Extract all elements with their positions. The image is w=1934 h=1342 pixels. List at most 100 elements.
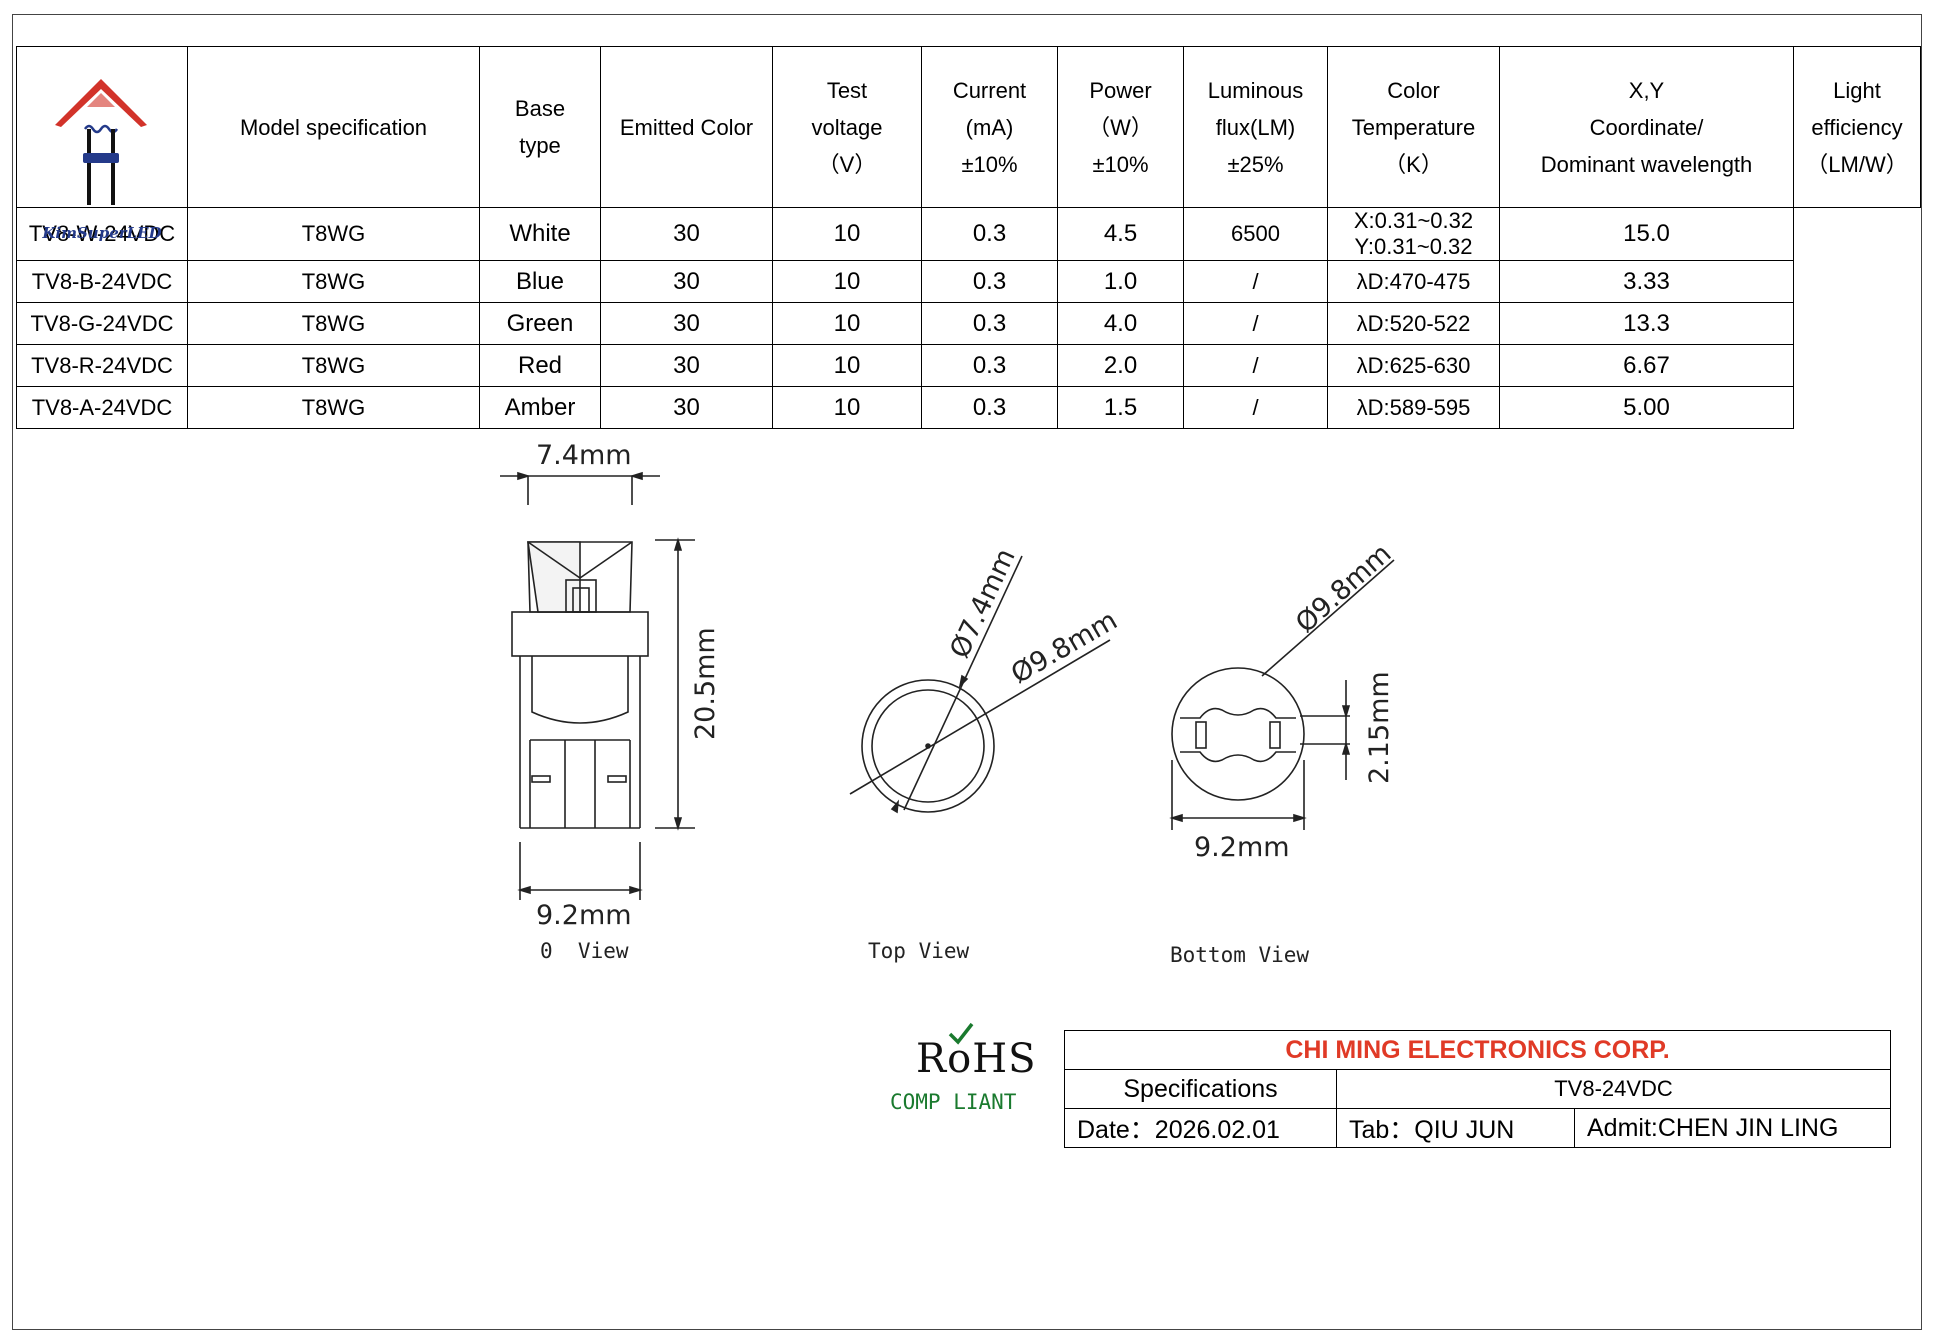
table-cell: λD:470-475 <box>1327 260 1500 303</box>
header-line: Dominant wavelength <box>1540 151 1753 177</box>
table-cell: TV8-A-24VDC <box>16 386 188 429</box>
table-cell: λD:589-595 <box>1327 386 1500 429</box>
table-cell: 4.5 <box>1057 207 1184 261</box>
header-line: Luminous <box>1207 77 1304 103</box>
dim-bottom-dia: Ø9.8mm <box>1290 538 1398 639</box>
table-cell: 30 <box>600 302 773 345</box>
dim-height: 20.5mm <box>690 627 721 740</box>
header-line: Coordinate/ <box>1589 114 1704 140</box>
dim-bottom-width: 9.2mm <box>1194 832 1290 863</box>
spec-value: TV8-24VDC <box>1335 1069 1892 1109</box>
table-cell: TV8-W-24VDC <box>16 207 188 261</box>
table-cell: 30 <box>600 386 773 429</box>
table-cell: T8WG <box>187 344 480 387</box>
header-line: ±10% <box>1092 151 1149 177</box>
table-cell: 5.00 <box>1499 386 1794 429</box>
table-cell: T8WG <box>187 386 480 429</box>
header-line: （LM/W） <box>1806 151 1908 177</box>
check-icon <box>948 1022 974 1045</box>
dim-top-width: 7.4mm <box>536 440 632 471</box>
bottom-view-caption: Bottom View <box>1170 943 1309 967</box>
dim-top-inner-dia: Ø7.4mm <box>944 544 1021 663</box>
table-cell: Green <box>479 302 601 345</box>
header-cell: Current (mA) ±10% <box>921 46 1058 208</box>
table-cell: X:0.31~0.32 Y:0.31~0.32 <box>1327 207 1500 261</box>
table-cell: 0.3 <box>921 302 1058 345</box>
bottom-view <box>1169 559 1395 830</box>
header-line: Emitted Color <box>619 114 754 140</box>
table-cell: / <box>1183 344 1328 387</box>
header-cell: Test voltage （V） <box>772 46 922 208</box>
header-line: （W） <box>1088 114 1153 140</box>
company-name: CHI MING ELECTRONICS CORP. <box>1063 1030 1892 1070</box>
dim-top-outer-dia: Ø9.8mm <box>1006 605 1123 690</box>
admit-field: Admit:CHEN JIN LING <box>1573 1108 1892 1148</box>
table-cell: 10 <box>772 207 922 261</box>
side-view-caption: 0 View <box>540 939 629 963</box>
header-cell: Light efficiency （LM/W） <box>1793 46 1921 208</box>
rohs-word: RoHS <box>916 1036 1037 1082</box>
table-cell: λD:625-630 <box>1327 344 1500 387</box>
header-line: X,Y <box>1628 77 1665 103</box>
table-cell: Blue <box>479 260 601 303</box>
table-cell: 0.3 <box>921 386 1058 429</box>
header-cell: Emitted Color <box>600 46 773 208</box>
table-cell: 13.3 <box>1499 302 1794 345</box>
table-cell: 10 <box>772 302 922 345</box>
table-cell: 10 <box>772 344 922 387</box>
header-line: （K） <box>1384 151 1443 177</box>
dim-bottom-gap: 2.15mm <box>1364 671 1395 784</box>
header-line: efficiency <box>1811 114 1903 140</box>
header-cell: Luminous flux(LM) ±25% <box>1183 46 1328 208</box>
table-cell: TV8-R-24VDC <box>16 344 188 387</box>
table-cell: 4.0 <box>1057 302 1184 345</box>
page-frame <box>12 14 1922 1330</box>
header-line: type <box>519 133 561 158</box>
header-line: Temperature <box>1351 114 1476 140</box>
table-cell: 30 <box>600 207 773 261</box>
header-cell: Power（W）±10% <box>1057 46 1184 208</box>
table-cell: 30 <box>600 260 773 303</box>
top-view-caption: Top View <box>868 939 970 963</box>
header-cell: Model specification <box>187 46 480 208</box>
header-line: ±25% <box>1227 151 1284 177</box>
top-view <box>849 555 1111 814</box>
tab-field: Tab：QIU JUN <box>1336 1108 1575 1148</box>
table-cell: 0.3 <box>921 207 1058 261</box>
header-line: flux(LM) <box>1215 114 1296 140</box>
date-field: Date：2026.02.01 <box>1064 1108 1337 1148</box>
table-cell: 10 <box>772 260 922 303</box>
table-cell: / <box>1183 302 1328 345</box>
title-block: CHI MING ELECTRONICS CORP. Specification… <box>1063 1030 1892 1148</box>
header-line: Test <box>826 77 868 103</box>
table-cell: / <box>1183 386 1328 429</box>
spec-label: Specifications <box>1064 1069 1337 1109</box>
kimsuperled-logo-icon <box>55 79 147 205</box>
header-line: Light <box>1833 77 1881 103</box>
header-line: ±10% <box>961 151 1018 177</box>
table-cell: 2.0 <box>1057 344 1184 387</box>
header-line: Current <box>952 77 1027 103</box>
logo-text: KimSuperLED <box>42 224 162 242</box>
table-cell: 1.5 <box>1057 386 1184 429</box>
table-cell: 0.3 <box>921 344 1058 387</box>
side-view <box>500 471 695 900</box>
table-cell: TV8-B-24VDC <box>16 260 188 303</box>
table-cell: 10 <box>772 386 922 429</box>
table-cell: Amber <box>479 386 601 429</box>
header-line: (mA) <box>965 114 1014 140</box>
header-line: Color <box>1387 77 1440 103</box>
header-cell: X,Y Coordinate/Dominant wavelength <box>1499 46 1794 208</box>
header-line: （V） <box>817 151 877 177</box>
dim-side-width: 9.2mm <box>536 900 632 931</box>
header-line: voltage <box>811 114 883 140</box>
rohs-mark: RoHS COMP LIANT <box>880 1020 1040 1120</box>
